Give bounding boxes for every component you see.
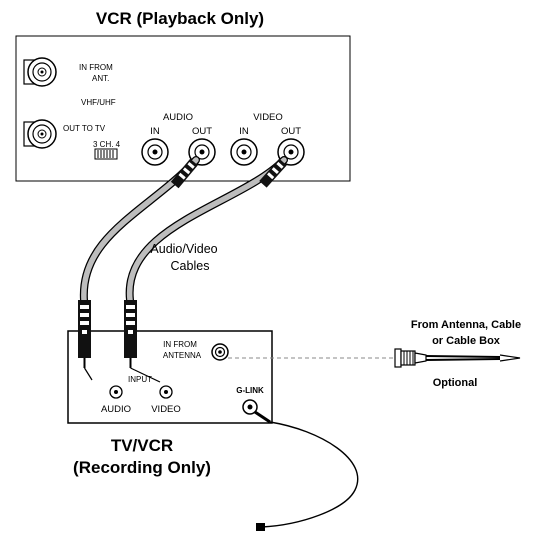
vcr-video-in-jack[interactable] (230, 138, 258, 166)
vcr-ant-label: ANT. (92, 74, 109, 83)
vcr-title: VCR (Playback Only) (96, 9, 264, 28)
tvvcr-glink-label: G-LINK (236, 386, 264, 395)
tvvcr-audio-label: AUDIO (101, 404, 131, 415)
vcr-audio-in-label: IN (150, 126, 160, 137)
coax-connector-icon (394, 348, 521, 368)
cable-label-line1: Audio/Video (150, 242, 217, 256)
vcr-audio-in-jack[interactable] (141, 138, 169, 166)
tvvcr-input-label: INPUT (128, 375, 152, 384)
vcr-video-plug (259, 158, 287, 188)
tvvcr-title-line2: (Recording Only) (73, 458, 211, 477)
tvvcr-title-line1: TV/VCR (111, 436, 173, 455)
antenna-source-line1: From Antenna, Cable (411, 319, 521, 331)
antenna-optional-label: Optional (433, 377, 478, 389)
tvvcr-antenna-jack[interactable] (211, 343, 229, 361)
vcr-video-out-label: OUT (281, 126, 301, 137)
tvvcr-antenna-label: ANTENNA (163, 351, 202, 360)
glink-cable[interactable] (254, 410, 359, 531)
tvvcr-back-panel (67, 330, 273, 424)
antenna-source-line2: or Cable Box (432, 335, 501, 347)
vcr-audio-plug (170, 158, 198, 189)
tvvcr-video-plug (124, 300, 161, 383)
vcr-vhf-uhf-label: VHF/UHF (81, 98, 116, 107)
vcr-out-to-tv-jack[interactable] (23, 119, 57, 149)
vcr-out-to-tv-label: OUT TO TV (63, 124, 106, 133)
vcr-ant-in-jack[interactable] (23, 57, 57, 87)
tvvcr-audio-jack[interactable] (109, 385, 123, 399)
tvvcr-glink-jack[interactable] (242, 399, 258, 415)
vcr-channel-switch[interactable] (94, 148, 118, 160)
tvvcr-video-jack[interactable] (159, 385, 173, 399)
tvvcr-audio-plug (78, 300, 93, 381)
vcr-in-from-ant-label: IN FROM (79, 63, 113, 72)
vcr-audio-out-label: OUT (192, 126, 212, 137)
tvvcr-in-from-label: IN FROM (163, 340, 197, 349)
vcr-channel-switch-label: 3 CH. 4 (93, 140, 121, 149)
tvvcr-video-label: VIDEO (151, 404, 181, 415)
vcr-video-in-label: IN (239, 126, 249, 137)
vcr-audio-label: AUDIO (163, 112, 193, 123)
cable-label-line2: Cables (171, 259, 210, 273)
vcr-video-label: VIDEO (253, 112, 283, 123)
